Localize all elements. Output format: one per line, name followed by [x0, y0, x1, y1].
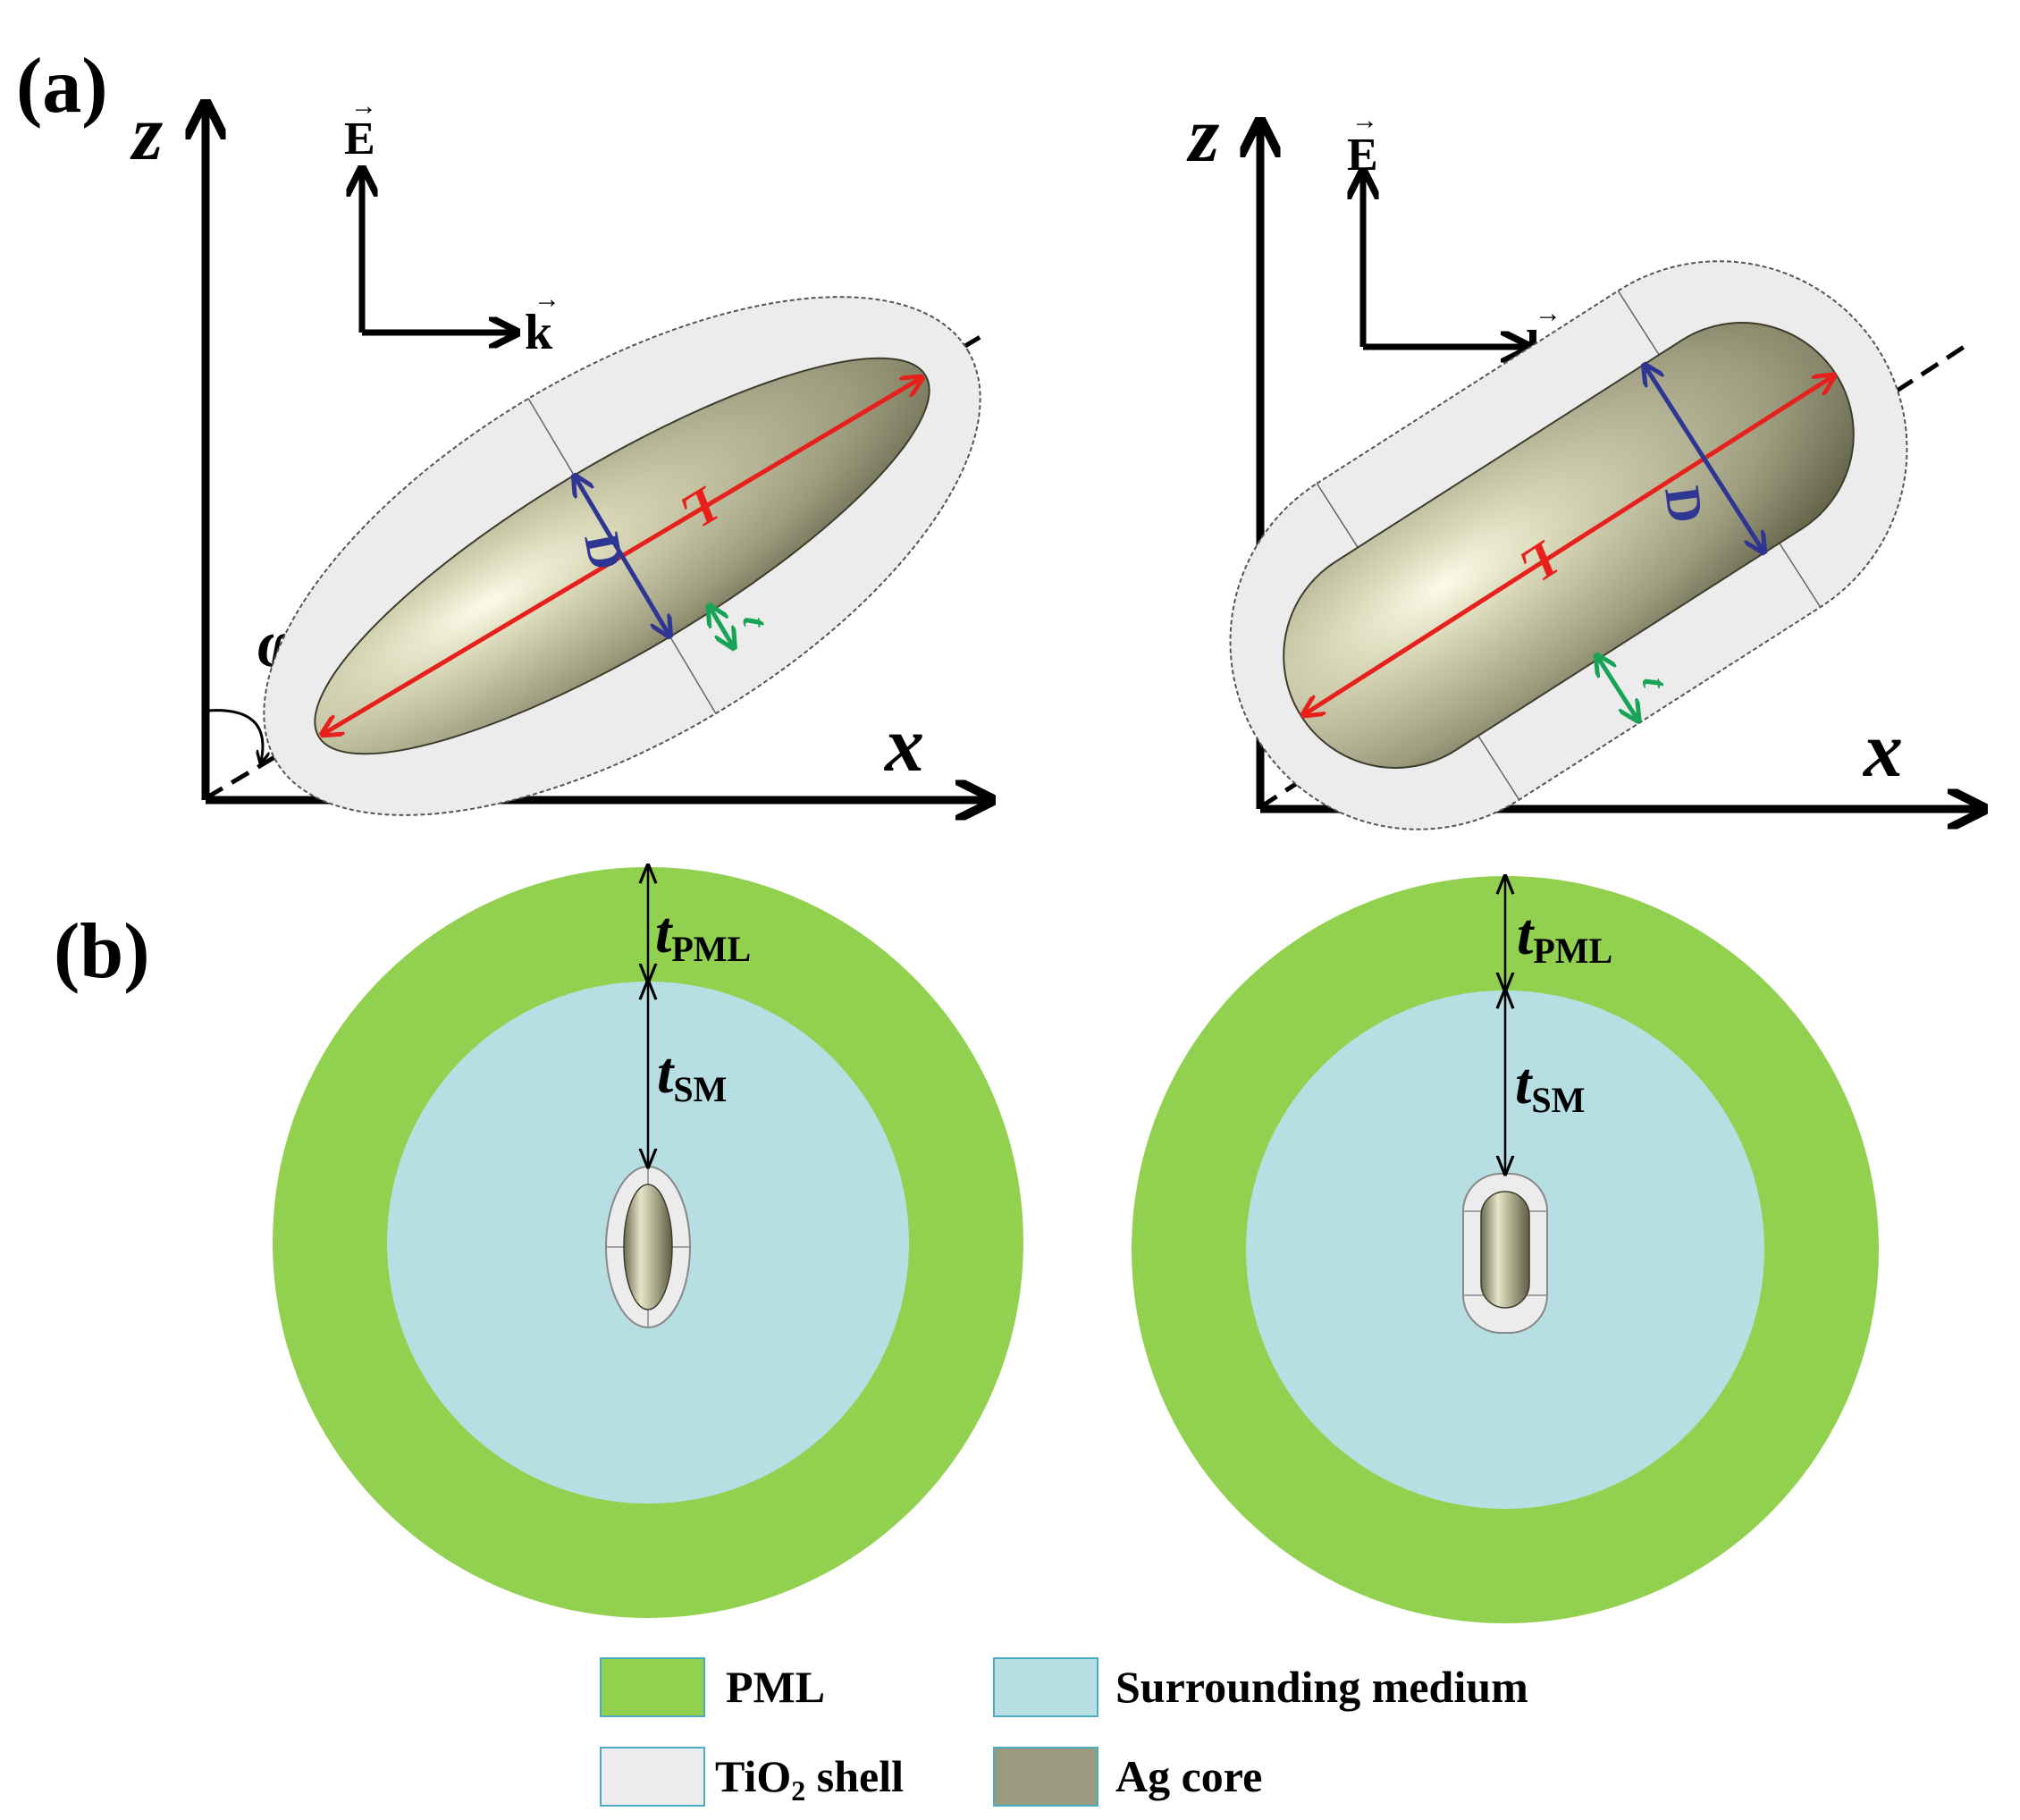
legend-swatch-pml [600, 1657, 705, 1717]
thickness-arrow-spheroid [710, 608, 733, 646]
legend: PML Surrounding medium TiO2 shell Ag cor… [600, 1657, 1528, 1807]
z-axis-label-left: z [130, 90, 163, 177]
panel-a-label: (a) [16, 43, 108, 130]
k-vector-accent-right: → [1535, 299, 1561, 328]
t-sm-label-left: tSM [657, 1041, 727, 1109]
legend-label-surrounding: Surrounding medium [1115, 1662, 1528, 1712]
legend-shell-suffix: shell [805, 1751, 904, 1801]
panel-b-label: (b) [54, 908, 150, 995]
legend-label-pml: PML [726, 1662, 825, 1712]
e-field-label-left: E [344, 114, 375, 164]
domain-spheroid: tPML tSM [273, 865, 1023, 1618]
t-sm-sub-right: SM [1531, 1080, 1585, 1120]
e-field-accent-right: → [1351, 105, 1378, 135]
k-vector-accent-left: → [534, 284, 560, 314]
diameter-label-rod: D [1654, 483, 1713, 526]
t-pml-sub-left: PML [671, 929, 751, 969]
t-pml-label-right: tPML [1517, 902, 1612, 971]
x-axis-label-right: x [1862, 707, 1903, 794]
k-vector-label-left: k [525, 305, 553, 360]
x-axis-label-left: x [883, 702, 924, 788]
t-sm-label-right: tSM [1515, 1051, 1585, 1120]
legend-swatch-core [993, 1747, 1098, 1807]
t-pml-label-left: tPML [655, 900, 751, 969]
legend-swatch-shell [600, 1747, 705, 1807]
t-pml-sub-right: PML [1533, 931, 1612, 971]
spheroid-particle: L D t [263, 296, 981, 816]
t-pml-letter-right: t [1517, 902, 1535, 967]
phi-arc-left [206, 709, 263, 762]
legend-label-shell: TiO2 shell [715, 1751, 904, 1807]
thickness-arrow-rod [1598, 657, 1637, 719]
legend-shell-sub: 2 [791, 1774, 805, 1807]
legend-swatch-surrounding [993, 1657, 1098, 1717]
ag-core-left [623, 1184, 673, 1310]
t-sm-letter-left: t [657, 1041, 675, 1106]
t-pml-letter-left: t [655, 900, 673, 965]
field-vectors-right: E → k → [1347, 105, 1561, 376]
diameter-arrow-spheroid [576, 477, 669, 634]
thickness-label-rod: t [1635, 677, 1676, 690]
t-sm-letter-right: t [1515, 1051, 1533, 1116]
domain-nanorod: tPML tSM [1132, 876, 1879, 1623]
legend-shell-prefix: TiO [715, 1751, 791, 1801]
e-field-accent-left: → [350, 91, 377, 121]
z-axis-label-right: z [1186, 92, 1219, 179]
nanorod-particle: L D t [1229, 260, 1908, 830]
t-sm-sub-left: SM [673, 1069, 727, 1109]
legend-label-core: Ag core [1115, 1751, 1262, 1801]
diameter-arrow-rod [1645, 367, 1763, 551]
thickness-label-spheroid: t [736, 617, 776, 629]
field-vectors-left: E → k → [344, 91, 560, 360]
ag-core-right [1480, 1191, 1530, 1309]
e-field-label-right: E [1347, 130, 1378, 181]
